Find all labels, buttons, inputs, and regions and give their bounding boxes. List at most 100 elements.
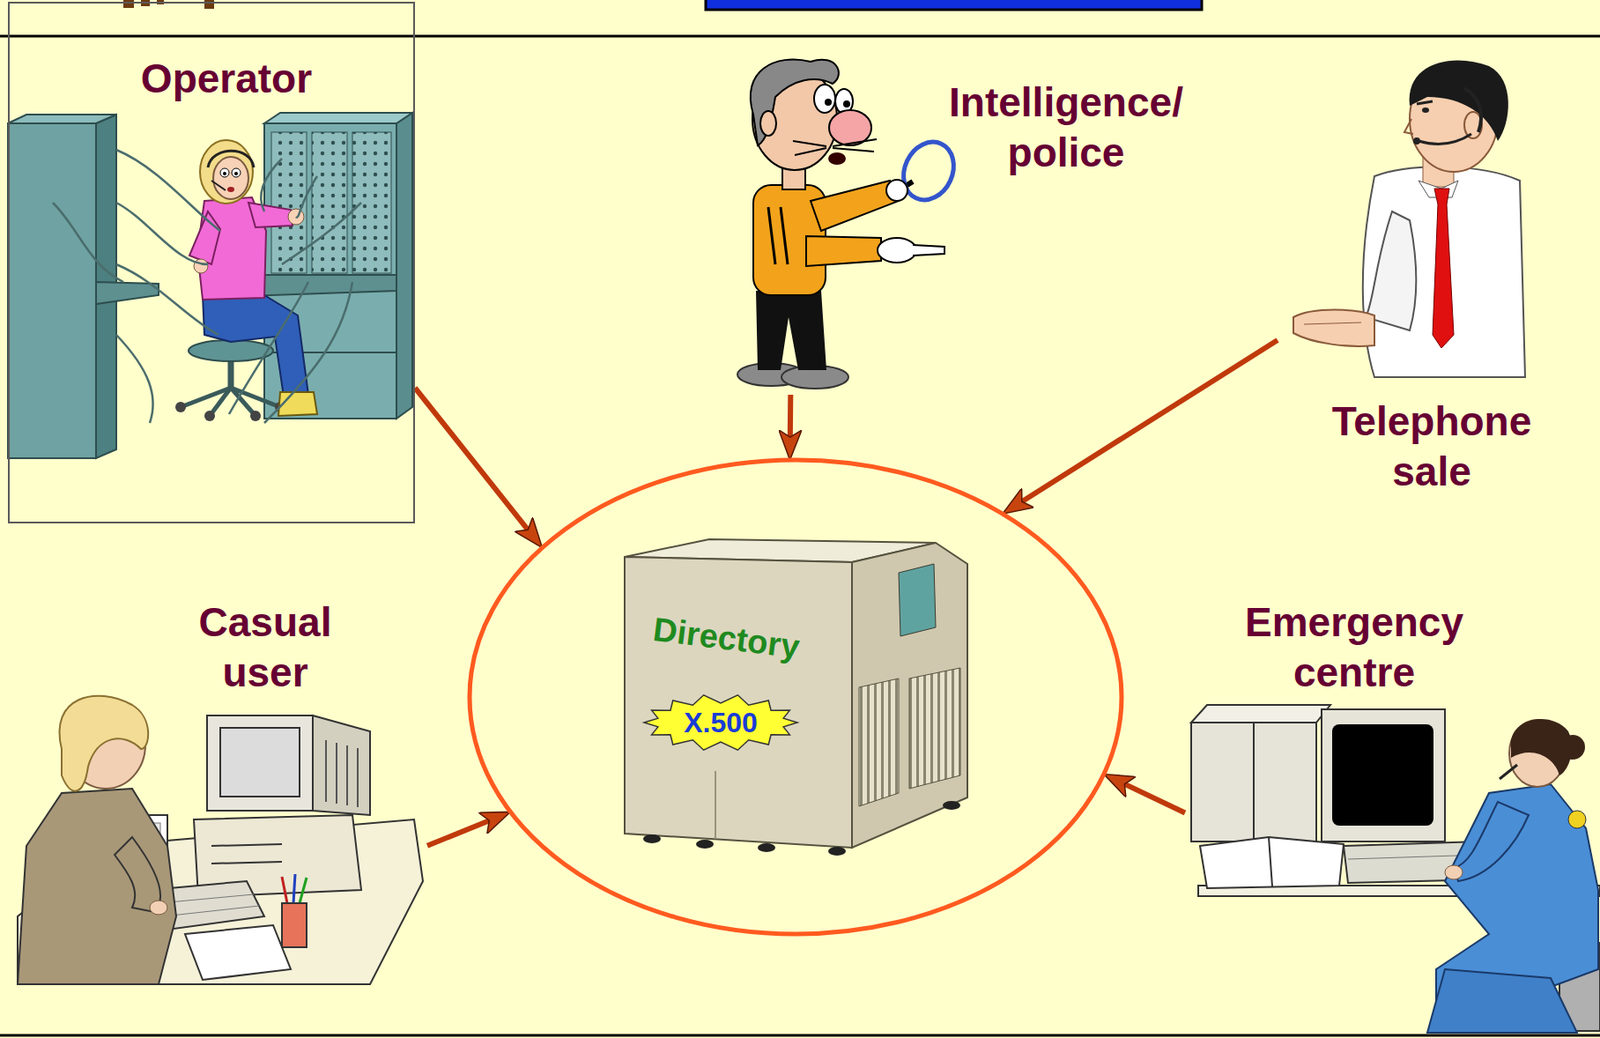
emergency-operator-part (1191, 704, 1331, 723)
rule-line (0, 36, 1600, 1036)
casual-user-desk-part (162, 905, 260, 917)
directory-server-part (624, 556, 852, 848)
ellipse-outline (466, 457, 1125, 937)
switchboard-operator-part-part (116, 202, 208, 265)
directory-server-part-part (643, 834, 661, 844)
telephone-salesman-part (1418, 133, 1472, 145)
telephone-salesman-part (1413, 137, 1421, 145)
detective-figure-part (810, 180, 899, 231)
detective-figure-part (843, 100, 851, 108)
starburst-shape (644, 695, 798, 750)
telephone-salesman-part (1464, 88, 1482, 133)
switchboard-operator-part-part (296, 176, 318, 218)
directory-server-part-part (942, 800, 961, 810)
switchboard-operator-part (188, 340, 274, 362)
casual-user-desk-part (220, 727, 300, 797)
emergency-operator-part (1200, 837, 1344, 889)
user-group: Casual user (13, 590, 428, 987)
switchboard-operator-part (200, 140, 253, 204)
emergency-operator-part (1568, 810, 1586, 829)
switchboard-operator-part-part (52, 202, 124, 282)
user-group: Telephone sale (1277, 61, 1578, 503)
emergency-operator-part (1499, 764, 1518, 779)
directory-ellipse-outline (469, 459, 1122, 934)
directory-server-part (851, 542, 968, 848)
switchboard-operator-part-part (116, 149, 221, 231)
switchboard-operator-part (231, 168, 241, 178)
telephone-salesman-part (1362, 166, 1526, 378)
switchboard-operator-part (246, 274, 397, 297)
casual-user-desk-part (325, 740, 358, 808)
switchboard-operator-part-part (264, 281, 353, 423)
node-label: Operator (140, 53, 312, 104)
switchboard-operator-part (96, 281, 159, 304)
switchboard-operator-part (213, 156, 249, 200)
title-bar-fragment (705, 0, 1202, 10)
casual-user-desk-part (207, 715, 313, 811)
casual-user-desk (17, 696, 423, 985)
detective-figure-part (768, 207, 776, 265)
telephone-salesman (1293, 60, 1526, 378)
switchboard-operator-part (211, 180, 226, 191)
emergency-operator-part (1191, 722, 1317, 842)
switchboard-operator-part (52, 149, 362, 423)
switchboard-operator-part (248, 202, 293, 228)
detective-figure-part (828, 152, 846, 165)
detective-figure-part (814, 84, 836, 113)
switchboard-operator-part (7, 123, 97, 459)
directory-server-part-part (696, 839, 714, 849)
switchboard-operator-part (227, 186, 235, 193)
casual-user-desk-part (17, 788, 177, 985)
detective-figure-part (886, 179, 908, 201)
casual-user-desk-part (59, 696, 149, 792)
switchboard-operator-part-part (204, 410, 215, 422)
switchboard-operator-part (264, 112, 413, 124)
node-label: Casual user (177, 597, 354, 698)
switchboard-operator-part-part (229, 281, 309, 415)
directory-server-part (898, 563, 936, 637)
directory-server-part-part (828, 846, 846, 856)
detective-figure-part-part (794, 148, 827, 156)
request-arrow (787, 394, 794, 443)
detective-figure-part (912, 244, 945, 256)
standard-starburst: X.500 (644, 694, 798, 751)
detective-figure-part-part (832, 139, 877, 147)
casual-user-desk-part-part (325, 740, 327, 802)
switchboard-operator-part (207, 150, 254, 168)
switchboard-operator-part (222, 171, 227, 176)
emergency-operator-part (1444, 865, 1463, 880)
emergency-operator-part (1321, 709, 1445, 842)
casual-user-desk-part (149, 900, 168, 915)
telephone-salesman-part (1404, 118, 1414, 134)
casual-user-desk-part (281, 903, 307, 948)
request-arrow (1017, 340, 1278, 504)
request-arrow (1119, 781, 1186, 813)
telephone-salesman-part (1303, 322, 1362, 325)
detective-figure-part (792, 139, 877, 156)
switchboard-operator-part (7, 114, 117, 124)
emergency-operator-part (1268, 837, 1273, 887)
casual-user-desk-part-part (293, 874, 296, 904)
emergency-operator-part (1453, 801, 1529, 882)
node-label: Emergency centre (1226, 597, 1482, 698)
directory-server-part (859, 678, 899, 807)
casual-user-desk-part (281, 874, 307, 904)
node-label: X.500 (683, 705, 758, 740)
directory-server (624, 539, 968, 856)
emergency-operator-part (1427, 969, 1578, 1033)
detective-figure-part (877, 237, 917, 263)
casual-user-desk-part-part (299, 877, 307, 904)
emergency-operator-part (1332, 724, 1434, 826)
telephone-salesman-part (1365, 211, 1417, 331)
emergency-operator-part (1560, 734, 1586, 760)
switchboard-operator-part-part (116, 334, 154, 423)
detective-figure-part (780, 207, 788, 265)
emergency-operator-part (1252, 722, 1255, 842)
directory-server-part (643, 800, 961, 856)
rule-line-part (0, 35, 1600, 38)
telephone-salesman-part (1422, 107, 1430, 113)
switchboard-operator-part (189, 211, 221, 265)
telephone-salesman-part (1409, 60, 1509, 141)
